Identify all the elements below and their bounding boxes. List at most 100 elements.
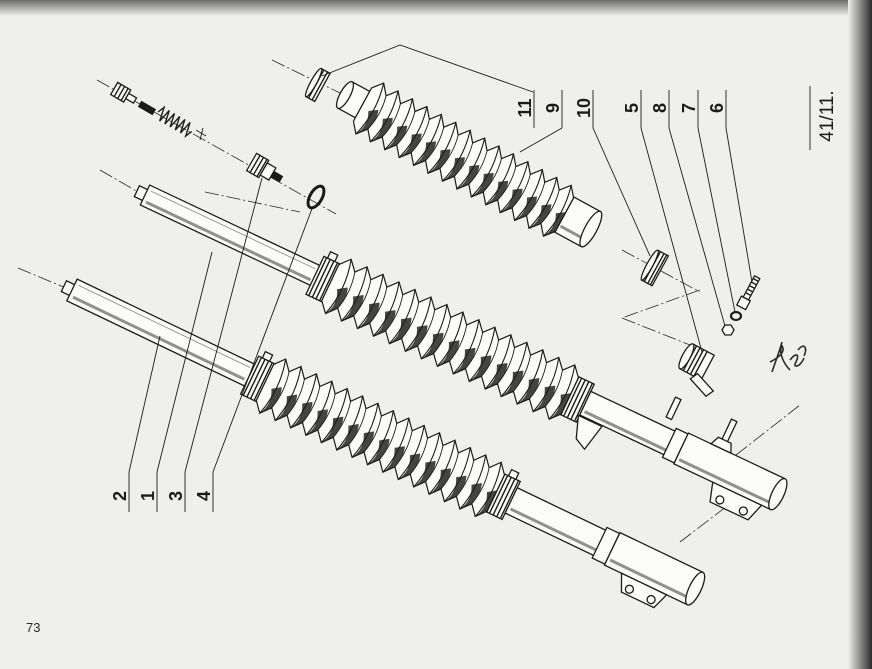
bellows-valley [513,355,531,392]
bellows-valley [465,332,484,369]
bellows-valley [271,371,290,409]
part-label-8: 8 [650,103,670,113]
bellows-shadow [413,141,437,166]
bellows-valley [449,324,468,362]
bellows-valley [433,317,452,354]
bolt [735,274,761,311]
bellows-shadow [485,362,508,390]
fork-bracket [678,343,716,398]
bellows-valley [317,393,336,431]
bellows-ridge [259,359,287,414]
fender-bracket [575,414,603,451]
bellows-valley [381,103,401,138]
bellows-valley [286,379,305,416]
bellows-ridge [528,177,558,229]
lower-leg-end [768,477,788,511]
bellows-ridge [459,454,487,510]
bellows-ridge [474,462,502,517]
part-label-7: 7 [679,103,699,113]
bellows-shadow [549,393,572,420]
bellows-ridge [274,366,302,421]
bellows-shadow [421,332,444,359]
bellows-valley [367,95,387,130]
bellows-valley [379,423,398,460]
damper-cap [109,81,138,104]
bellows-ridge [290,373,317,429]
bellows-valley [394,430,413,468]
lower-leg-end [685,571,706,606]
bellows-ridge [320,388,348,444]
bellows-ridge [516,349,544,405]
bellows-valley [348,408,367,446]
bellows-shadow [321,416,344,443]
bellows-valley [526,182,546,216]
fork-leg-right [133,184,788,521]
part-label-1: 1 [138,491,158,501]
bellows-shadow [399,133,422,158]
bellows-ridge [357,274,384,329]
bellows-shadow [543,212,566,237]
clamp-ring-lower [640,249,670,287]
tube-shading [72,295,246,381]
clamp-ring-upper [304,67,331,103]
leader-lines [128,44,753,473]
part-label-10: 10 [574,98,594,118]
bellows-shadow [336,424,359,451]
bellows-valley [363,415,382,453]
bellows-ridge [452,319,480,375]
tube-highlight [151,190,316,270]
bellows-shadow [305,409,328,436]
axle-clamp [709,481,763,521]
bellows-ridge [532,357,560,413]
bellows-valley [456,460,475,497]
bellows-valley [497,347,516,385]
part-label-9: 9 [543,103,563,113]
bellows-shadow [514,196,538,221]
bellows-valley [369,287,388,324]
scan-edge-right [848,0,872,669]
bellows-ridge [485,153,515,206]
bellows-valley [425,127,445,161]
bellows-ridge [420,304,448,360]
scan-edge-top [0,0,872,16]
bellows-shadow [398,453,421,480]
bellows-valley [385,294,404,332]
bellows-shadow [459,483,482,510]
fork-leg-left [60,278,706,609]
bellows-ridge [484,334,512,390]
bellows-shadow [357,302,380,329]
assembly-center-lines [17,59,801,543]
damper-rod-end [195,127,207,141]
bellows-ridge [373,281,400,337]
bellows-shadow [475,490,498,517]
bellows-shadow [501,370,524,397]
bellows-ridge [456,137,486,190]
stud-lug [709,436,732,455]
bellows-valley [353,279,372,317]
part-label-5: 5 [622,103,642,113]
bellows-ridge [382,417,410,473]
bellows-valley [545,370,563,407]
part-label-11: 11 [515,98,535,117]
bellows-ridge [413,432,441,488]
bellows-ridge [499,161,529,213]
bellows-valley [540,190,560,224]
bellows-shadow [370,117,393,142]
bellows-valley [396,111,416,146]
bellows-ridge [305,381,333,436]
bellows-ridge [388,289,416,345]
bellows-ridge [548,364,576,420]
bellows-valley [410,119,430,154]
bellows-shadow [428,149,451,174]
washer [729,310,743,322]
bellows-valley [529,362,547,400]
bellows-valley [417,309,436,347]
bellows-shadow [389,317,412,344]
bellows-shadow [528,204,552,229]
bellows-shadow [429,468,451,495]
damper-rod [137,100,157,116]
bellows-ridge [436,312,464,367]
bellows-ridge [468,327,496,382]
part-label-3: 3 [166,491,186,501]
bellows-valley [440,452,459,490]
